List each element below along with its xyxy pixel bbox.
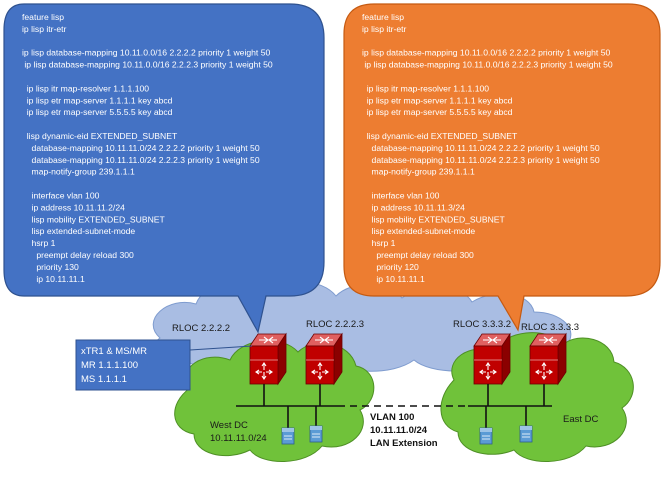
router-icon [305, 333, 343, 385]
config-line: ip lisp database-mapping 10.11.0.0/16 2.… [22, 60, 273, 70]
info-line: xTR1 & MS/MR [81, 346, 147, 357]
config-line: feature lisp [362, 12, 404, 22]
server-icon [309, 425, 323, 443]
west-dc-label: West DC [210, 420, 248, 431]
config-line: database-mapping 10.11.11.0/24 2.2.2.2 p… [362, 143, 600, 153]
router-icon [529, 333, 567, 385]
config-line: interface vlan 100 [362, 191, 440, 201]
config-line: lisp mobility EXTENDED_SUBNET [362, 214, 506, 224]
config-line: map-notify-group 239.1.1.1 [22, 167, 135, 177]
config-line: ip 10.11.11.1 [362, 274, 425, 284]
config-line: lisp extended-subnet-mode [362, 226, 475, 236]
config-line: ip address 10.11.11.3/24 [362, 202, 465, 212]
xtr-info-box: xTR1 & MS/MR MR 1.1.1.100 MS 1.1.1.1 [75, 339, 191, 391]
right-config-bubble [343, 3, 661, 332]
server-icon [519, 425, 533, 443]
left-config-bubble [3, 3, 325, 334]
config-line: priority 130 [22, 262, 79, 272]
config-line: ip lisp itr map-resolver 1.1.1.100 [22, 83, 149, 93]
config-line: ip lisp etr map-server 5.5.5.5 key abcd [22, 107, 173, 117]
config-line: ip lisp itr-etr [22, 24, 67, 34]
rloc-label-2-2-2-2: RLOC 2.2.2.2 [172, 323, 230, 334]
config-line: database-mapping 10.11.11.0/24 2.2.2.3 p… [362, 155, 600, 165]
right-config-text: feature lisp ip lisp itr-etr ip lisp datab… [362, 12, 613, 284]
config-line: ip lisp etr map-server 1.1.1.1 key abcd [22, 95, 173, 105]
east-dc-label: East DC [563, 414, 599, 425]
server-icon [281, 427, 295, 445]
config-line: interface vlan 100 [22, 191, 100, 201]
config-line: database-mapping 10.11.11.0/24 2.2.2.3 p… [22, 155, 260, 165]
config-line: lisp dynamic-eid EXTENDED_SUBNET [22, 131, 178, 141]
config-line: ip lisp itr map-resolver 1.1.1.100 [362, 83, 489, 93]
rloc-label-3-3-3-3: RLOC 3.3.3.3 [521, 322, 579, 333]
vlan-label: VLAN 100 [370, 412, 414, 423]
config-line: lisp dynamic-eid EXTENDED_SUBNET [362, 131, 518, 141]
config-line: ip lisp itr-etr [362, 24, 407, 34]
rloc-label-2-2-2-3: RLOC 2.2.2.3 [306, 319, 364, 330]
vlan-subnet: 10.11.11.0/24 [370, 425, 428, 436]
config-line: ip lisp etr map-server 5.5.5.5 key abcd [362, 107, 513, 117]
left-config-text: feature lisp ip lisp itr-etr ip lisp datab… [22, 12, 273, 284]
config-line: lisp mobility EXTENDED_SUBNET [22, 214, 166, 224]
server-icon [479, 427, 493, 445]
config-line: ip lisp database-mapping 10.11.0.0/16 2.… [362, 48, 610, 58]
config-line: map-notify-group 239.1.1.1 [362, 167, 475, 177]
lan-extension-label: LAN Extension [370, 438, 438, 449]
router-icon [473, 333, 511, 385]
config-line: preempt delay reload 300 [362, 250, 474, 260]
config-line: ip address 10.11.11.2/24 [22, 202, 125, 212]
info-connector [189, 345, 253, 351]
west-dc-subnet: 10.11.11.0/24 [210, 433, 267, 444]
config-line: feature lisp [22, 12, 64, 22]
config-line: priority 120 [362, 262, 419, 272]
config-line: database-mapping 10.11.11.0/24 2.2.2.2 p… [22, 143, 260, 153]
rloc-label-3-3-3-2: RLOC 3.3.3.2 [453, 319, 511, 330]
config-line: hsrp 1 [362, 238, 396, 248]
config-line: preempt delay reload 300 [22, 250, 134, 260]
config-line: ip lisp database-mapping 10.11.0.0/16 2.… [22, 48, 270, 58]
config-line: ip lisp database-mapping 10.11.0.0/16 2.… [362, 60, 613, 70]
router-icon [249, 333, 287, 385]
info-line: MS 1.1.1.1 [81, 374, 127, 385]
config-line: lisp extended-subnet-mode [22, 226, 135, 236]
info-line: MR 1.1.1.100 [81, 360, 138, 371]
west-lan-segment [236, 384, 338, 428]
config-line: ip 10.11.11.1 [22, 274, 85, 284]
config-line: ip lisp etr map-server 1.1.1.1 key abcd [362, 95, 513, 105]
config-line: hsrp 1 [22, 238, 56, 248]
east-lan-segment [468, 384, 552, 428]
